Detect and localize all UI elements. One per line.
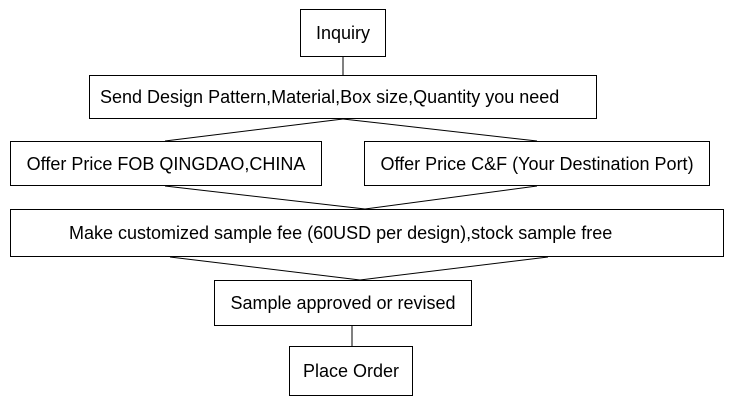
edge-send-fob	[164, 118, 344, 142]
node-offer-fob-label: Offer Price FOB QINGDAO,CHINA	[26, 153, 306, 174]
node-offer-fob: Offer Price FOB QINGDAO,CHINA	[10, 141, 322, 186]
node-send-design: Send Design Pattern,Material,Box size,Qu…	[89, 75, 597, 119]
node-sample-approved-label: Sample approved or revised	[230, 293, 456, 313]
node-inquiry-label: Inquiry	[315, 23, 371, 43]
edge-fob-sample	[164, 185, 366, 210]
edge-sample-approved-right	[359, 256, 549, 281]
node-place-order-label: Place Order	[302, 361, 400, 381]
node-sample-fee: Make customized sample fee (60USD per de…	[10, 209, 724, 257]
node-sample-approved: Sample approved or revised	[214, 280, 472, 326]
edge-send-cf	[342, 118, 538, 142]
node-send-design-label: Send Design Pattern,Material,Box size,Qu…	[100, 87, 560, 107]
node-offer-cf-label: Offer Price C&F (Your Destination Port)	[380, 153, 694, 174]
edge-sample-approved-left	[169, 256, 361, 281]
edge-cf-sample	[364, 185, 538, 210]
node-sample-fee-label: Make customized sample fee (60USD per de…	[69, 223, 613, 243]
node-offer-cf: Offer Price C&F (Your Destination Port)	[364, 141, 710, 186]
node-place-order: Place Order	[289, 346, 413, 396]
node-inquiry: Inquiry	[300, 9, 386, 57]
